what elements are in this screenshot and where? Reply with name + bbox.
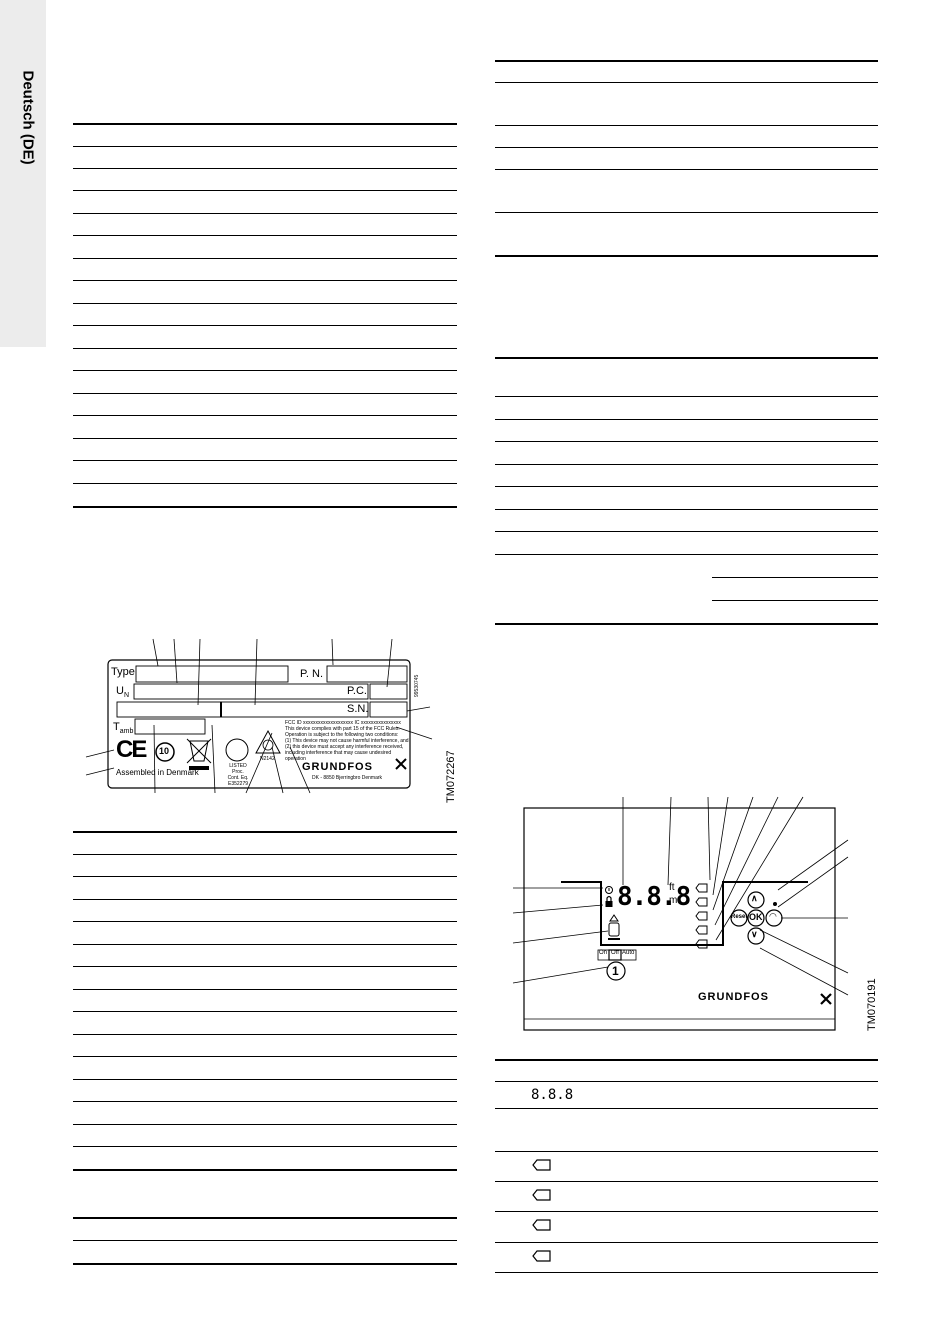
mode-button[interactable]: 1 <box>612 964 619 978</box>
display-unit-ft: ft <box>669 882 675 893</box>
nzta-code: N2142 <box>260 756 275 762</box>
down-chevron-button[interactable]: ∨ <box>751 929 758 939</box>
fcc-line: FCC ID xxxxxxxxxxxxxxxxxxxx IC xxxxxxxxx… <box>285 720 401 726</box>
mode-auto-label: Auto <box>622 950 635 956</box>
mode-on-label: On <box>599 950 608 956</box>
display-digits: 8.8.8 <box>617 882 691 912</box>
ce-mark: CE <box>116 736 147 763</box>
language-tab-label: Deutsch (DE) <box>19 70 37 165</box>
nameplate-figure: Type P. N. UN P.C. S.N. Tamb CE 10 Assem… <box>80 635 465 810</box>
nameplate-side-code: 99530745 <box>414 674 420 697</box>
level-indicator-icon <box>532 1159 551 1171</box>
nameplate-type-label: Type <box>111 666 135 678</box>
nameplate-tamb-text: T <box>113 721 120 733</box>
ok-button[interactable]: OK <box>749 912 763 922</box>
panel-figure-code: TM070191 <box>866 978 878 1031</box>
fcc-line: (1) This device may not cause harmful in… <box>285 738 409 744</box>
mode-off-label: Off <box>611 950 619 956</box>
ul-text-line: E352279 <box>227 781 249 787</box>
nameplate-pn-label: P. N. <box>300 668 324 680</box>
level-indicator-icon <box>532 1189 551 1201</box>
nameplate-brand-address: DK - 8850 Bjerringbro Denmark <box>312 775 383 781</box>
panel-brand-logo: GRUNDFOS <box>698 991 769 1003</box>
level-indicator-icon <box>532 1219 551 1231</box>
up-chevron-button[interactable]: ∧ <box>751 893 758 903</box>
language-side-tab: Deutsch (DE) <box>0 0 46 347</box>
control-panel-figure: ∧ ∨ Reset OK ◠ 8.8.8 ft m On Off Auto 1 … <box>508 795 878 1040</box>
display-unit-m: m <box>669 895 678 906</box>
fcc-statement: FCC ID xxxxxxxxxxxxxxxxxxxx IC xxxxxxxxx… <box>285 720 410 762</box>
nameplate-un-text: U <box>116 685 124 697</box>
nameplate-tamb-subscript: amb <box>119 728 134 736</box>
fcc-line: This device complies with part 15 of the… <box>285 726 400 732</box>
nameplate-un-subscript: N <box>123 692 130 700</box>
nameplate-un-label: UN <box>116 685 129 699</box>
assembled-in-text: Assembled in Denmark <box>116 768 199 777</box>
nameplate-brand-logo: GRUNDFOS <box>302 761 373 773</box>
ul-text-line: Proc. Cont. Eq. <box>227 769 249 781</box>
fcc-line: (2) this device must accept any interfer… <box>285 744 404 750</box>
reset-button[interactable]: Reset <box>731 914 748 920</box>
wifi-button[interactable]: ◠ <box>769 911 777 922</box>
nameplate-figure-code: TM072267 <box>445 750 457 803</box>
fcc-line: including interference that may cause un… <box>285 750 392 762</box>
nameplate-callout-lines <box>85 638 433 794</box>
nameplate-tamb-label: Tamb <box>113 721 133 735</box>
panel-outline <box>512 796 849 1031</box>
fcc-line: Operation is subject to the following tw… <box>285 732 399 738</box>
ul-listing-text: LISTED Proc. Cont. Eq. E352279 <box>226 763 250 787</box>
legend-digits-symbol: 8.8.8 <box>531 1087 574 1103</box>
ten-year-mark: 10 <box>159 746 170 756</box>
wifi-icon: ◠ <box>769 911 777 921</box>
nameplate-sn-label: S.N. <box>347 703 369 715</box>
nameplate-pc-label: P.C. <box>347 685 367 697</box>
ul-text-line: LISTED <box>229 763 247 769</box>
level-indicator-icon <box>532 1250 551 1262</box>
